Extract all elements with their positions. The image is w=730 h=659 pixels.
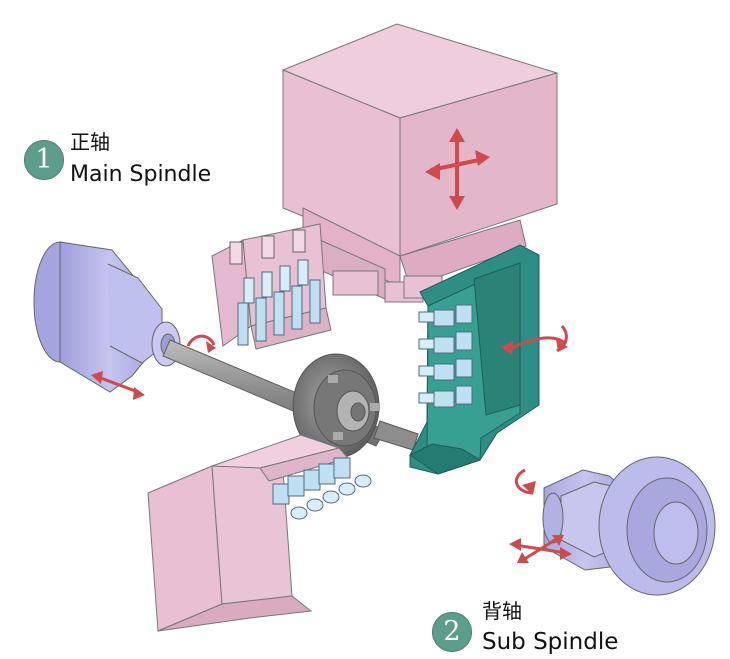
turret-icon	[409, 244, 568, 475]
upper-tool-block-icon	[281, 23, 559, 303]
left-tool-post-icon	[211, 223, 332, 350]
main-spindle-number-badge: 1	[24, 140, 64, 180]
workpiece-icon	[162, 339, 419, 451]
cross-arrow-icon	[509, 535, 572, 563]
lower-tool-post-icon	[147, 434, 372, 632]
sub-spindle-icon	[542, 456, 716, 596]
sub-spindle-chinese-label: 背轴	[482, 599, 522, 623]
main-spindle-icon	[33, 241, 181, 393]
rotation-arrow-icon	[501, 325, 568, 355]
rotation-arrow-icon	[514, 468, 536, 495]
sub-spindle-number-badge: 2	[432, 612, 472, 652]
double-arrow-icon	[91, 371, 145, 400]
main-spindle-chinese-label: 正轴	[70, 130, 110, 154]
chuck-icon	[292, 353, 380, 459]
rotation-arrow-icon	[186, 334, 216, 353]
cross-arrow-icon	[425, 128, 490, 210]
main-spindle-english-label: Main Spindle	[70, 162, 212, 187]
sub-spindle-english-label: Sub Spindle	[482, 629, 619, 655]
